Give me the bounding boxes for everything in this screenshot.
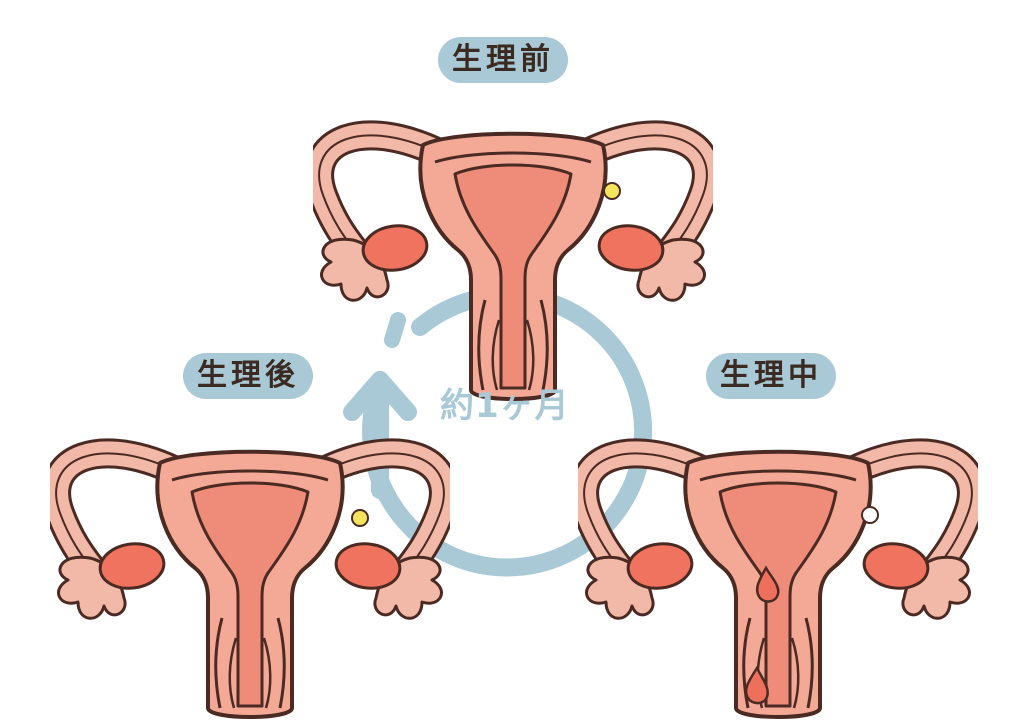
label-during-period: 生理中 [706, 353, 836, 399]
blood-drop-inner-icon [755, 565, 780, 603]
egg-after [351, 509, 369, 527]
uterus-before [319, 134, 707, 399]
cycle-dash [384, 312, 406, 348]
label-after-period: 生理後 [183, 353, 313, 399]
blood-drop-icon [744, 665, 769, 705]
cycle-arrow-icon [343, 371, 417, 499]
ovary-follicle-during [861, 506, 879, 524]
label-before-period: 生理前 [438, 37, 568, 83]
egg-before [603, 182, 621, 200]
uterus-during [584, 452, 972, 717]
cycle-duration-label: 約1ヶ月 [440, 386, 570, 426]
